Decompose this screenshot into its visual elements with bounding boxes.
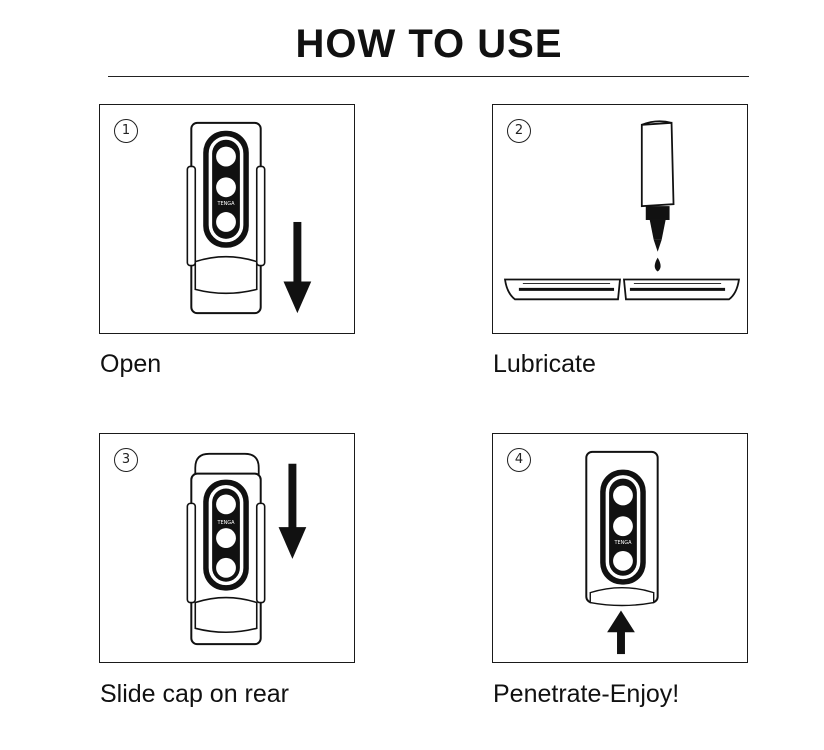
svg-text:TENGA: TENGA	[216, 201, 235, 207]
step-3-panel: 3 TENGA	[99, 433, 355, 663]
penetrate-illustration: TENGA	[585, 450, 659, 655]
page-title: HOW TO USE	[295, 22, 563, 66]
step-1-caption: Open	[100, 350, 162, 378]
step-3-caption: Slide cap on rear	[100, 680, 290, 708]
step-2-number: 2	[507, 119, 531, 143]
step-4-panel: 4 TENGA	[492, 433, 748, 663]
svg-text:TENGA: TENGA	[216, 520, 235, 526]
slide-cap-illustration: TENGA	[186, 452, 307, 646]
step-1-panel: 1 TENGA	[99, 104, 355, 334]
step-1-number: 1	[114, 119, 138, 143]
open-illustration: TENGA	[186, 121, 312, 315]
step-3-number: 3	[114, 448, 138, 472]
step-4-number: 4	[507, 448, 531, 472]
step-4-caption: Penetrate-Enjoy!	[493, 680, 680, 708]
step-2-caption: Lubricate	[493, 350, 596, 378]
svg-text:TENGA: TENGA	[613, 540, 632, 546]
step-2-panel: 2	[492, 104, 748, 334]
title-divider	[108, 76, 749, 77]
lubricate-illustration	[503, 120, 740, 301]
